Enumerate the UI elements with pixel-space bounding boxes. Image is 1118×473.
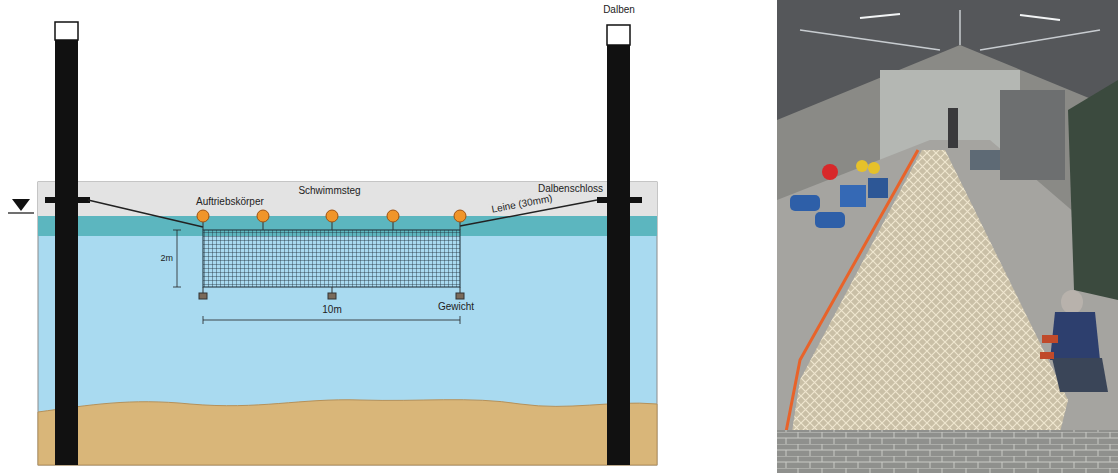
net-on-floor <box>792 150 1068 432</box>
water-level-line <box>8 212 34 213</box>
weight-line <box>332 287 333 293</box>
pile-head <box>55 22 78 40</box>
pile-lock <box>45 197 90 203</box>
float <box>197 210 209 222</box>
truck <box>1068 80 1118 300</box>
float <box>387 210 399 222</box>
dimension-height <box>173 230 181 287</box>
part-label: Auftriebskörper <box>196 196 264 208</box>
pile-label: Dalben <box>603 4 635 16</box>
jeans <box>1052 358 1108 392</box>
ceiling-lamp <box>1020 15 1060 20</box>
dimension-tick <box>203 316 204 324</box>
brick <box>1040 352 1054 359</box>
pile-lock <box>597 197 642 203</box>
ceiling-truss <box>800 30 940 50</box>
part-label: Leine (30mm) <box>489 192 556 216</box>
float-lines <box>203 222 460 230</box>
float-line <box>393 222 394 230</box>
ceiling-lamp <box>860 14 900 18</box>
photo-background <box>777 0 1118 473</box>
pile <box>607 45 630 465</box>
float <box>326 210 338 222</box>
photo <box>777 0 1118 473</box>
hood <box>1061 290 1083 314</box>
water-body <box>38 182 657 465</box>
back-wall <box>880 70 1020 160</box>
float-line <box>460 222 461 230</box>
weight <box>456 293 464 299</box>
pile <box>55 40 78 465</box>
paving <box>777 430 1118 473</box>
blue-barrel <box>868 178 888 198</box>
float <box>257 210 269 222</box>
weight-line <box>460 287 461 293</box>
float <box>454 210 466 222</box>
float-rope <box>786 150 918 432</box>
brick <box>1042 335 1058 343</box>
red-buoy <box>822 164 838 180</box>
dimension-label: 2m <box>160 252 173 264</box>
dimension-tick <box>460 316 461 324</box>
blue-barrel <box>815 212 845 228</box>
dimension-line <box>177 230 178 287</box>
dimension-line <box>203 320 460 321</box>
weight <box>199 293 207 299</box>
crate <box>970 150 1000 170</box>
ceiling-truss <box>980 30 1100 50</box>
shelving <box>1000 90 1065 180</box>
water-level-symbol <box>12 199 30 211</box>
net-mesh <box>792 150 1068 432</box>
dimension-length <box>203 316 460 324</box>
ceiling-truss <box>959 10 961 45</box>
float-line <box>332 222 333 230</box>
floats <box>197 210 466 222</box>
kneeling-person <box>1040 290 1108 392</box>
pile-head <box>607 25 630 45</box>
float-line <box>203 222 204 230</box>
dimension-tick <box>173 287 181 288</box>
float-line <box>263 222 264 230</box>
part-label: Gewicht <box>438 301 474 313</box>
yellow-buoy <box>868 162 880 174</box>
yellow-buoy <box>856 160 868 172</box>
dimension-tick <box>173 230 181 231</box>
ceiling-lights <box>800 10 1100 50</box>
weight-line <box>203 287 204 293</box>
hall-floor <box>777 140 1118 473</box>
seabed <box>38 400 657 465</box>
dimension-label: 10m <box>322 304 341 316</box>
blue-barrel <box>790 195 820 211</box>
rope <box>88 200 203 227</box>
weights <box>199 293 464 299</box>
standing-person <box>948 108 958 148</box>
blue-barrel <box>840 185 866 207</box>
weight <box>328 293 336 299</box>
weight-lines <box>203 287 460 293</box>
net <box>203 230 460 287</box>
